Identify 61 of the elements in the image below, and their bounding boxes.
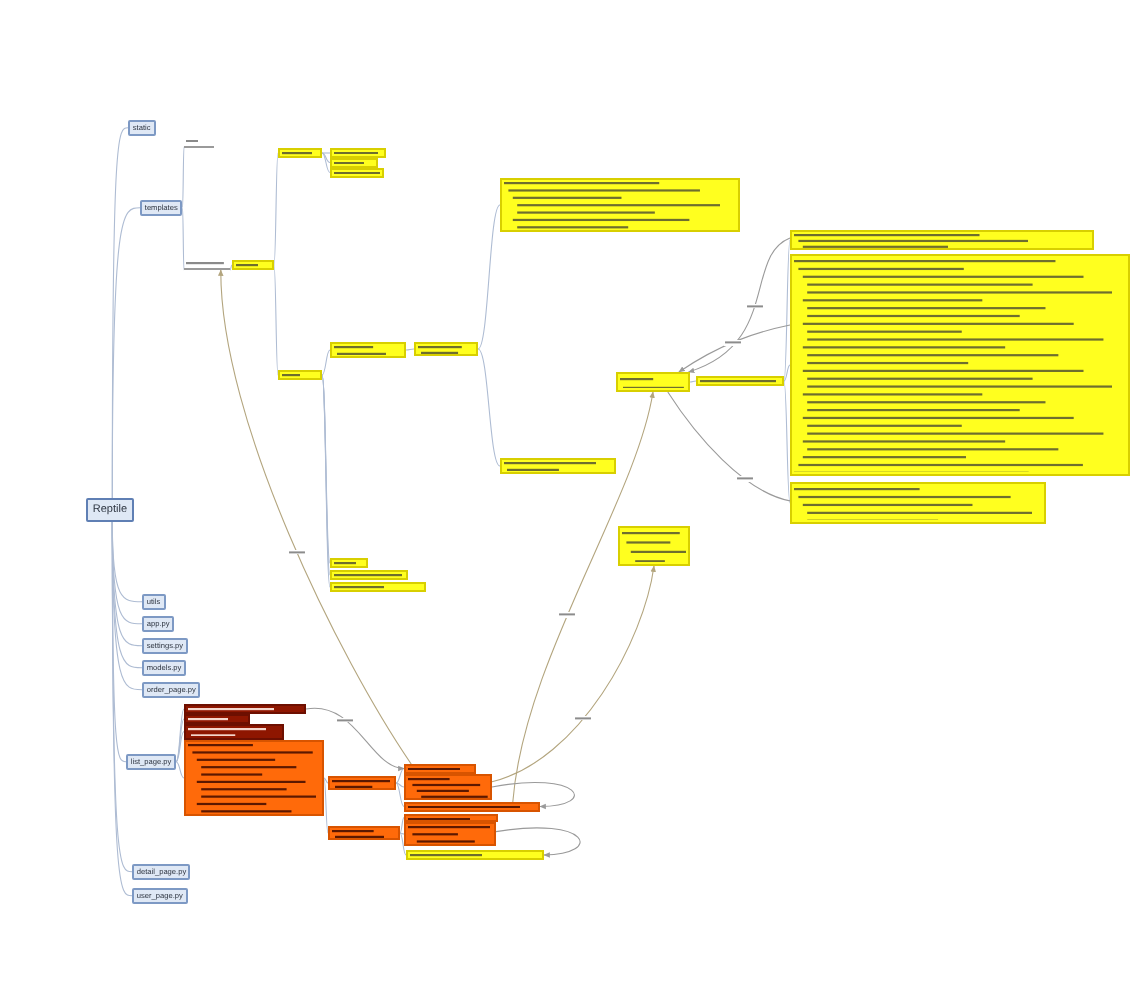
connector-line <box>689 380 697 383</box>
connector-line <box>783 239 791 382</box>
connector-line <box>395 767 405 784</box>
note-box <box>404 764 476 773</box>
note-box <box>330 168 384 177</box>
arrow <box>305 707 405 771</box>
note-box <box>414 342 478 356</box>
note-box <box>330 558 368 568</box>
arrow <box>678 324 791 373</box>
note-box <box>330 582 426 592</box>
note-box <box>790 482 1046 524</box>
connector-line <box>321 152 331 164</box>
note-box <box>184 704 306 714</box>
connector-line <box>181 207 185 271</box>
connector-line <box>175 730 185 763</box>
connector-line <box>783 380 791 504</box>
note-box <box>500 178 740 232</box>
connector-line <box>399 832 407 856</box>
connector-line <box>395 782 405 808</box>
note-box <box>330 570 408 580</box>
note-box <box>328 776 396 790</box>
underlined-topic <box>184 260 230 270</box>
arrow <box>491 781 575 809</box>
connector-line <box>405 348 415 351</box>
connector-line <box>111 207 141 499</box>
note-box <box>616 372 690 392</box>
underlined-topic <box>184 138 214 147</box>
arrow <box>495 827 581 858</box>
connector-line <box>321 152 331 174</box>
note-box <box>330 342 406 358</box>
note-box <box>184 724 284 739</box>
connector-line <box>273 152 279 266</box>
connector-line <box>321 152 331 154</box>
connector-line <box>321 349 331 376</box>
connector-line <box>181 146 185 209</box>
connector-line <box>399 816 405 834</box>
connector-line <box>667 391 791 502</box>
connector-line <box>175 718 185 763</box>
note-box <box>278 148 322 158</box>
note-box <box>330 148 386 157</box>
note-box <box>404 802 540 811</box>
note-box <box>790 230 1094 250</box>
arrow <box>687 237 791 373</box>
connector-line <box>273 264 279 376</box>
note-box <box>328 826 400 840</box>
arrow <box>218 269 412 765</box>
connector-line <box>783 364 791 382</box>
note-box <box>404 822 496 846</box>
note-box <box>406 850 544 860</box>
connector-line <box>229 264 233 271</box>
note-box <box>278 370 322 380</box>
note-box <box>232 260 274 270</box>
note-box <box>330 158 378 167</box>
connector-line <box>175 761 185 779</box>
note-box <box>500 458 616 474</box>
connector-line <box>477 204 501 350</box>
connector-line <box>477 348 501 467</box>
arrow <box>512 391 655 803</box>
note-box <box>696 376 784 386</box>
connector-line <box>395 782 405 788</box>
arrow <box>491 565 656 783</box>
